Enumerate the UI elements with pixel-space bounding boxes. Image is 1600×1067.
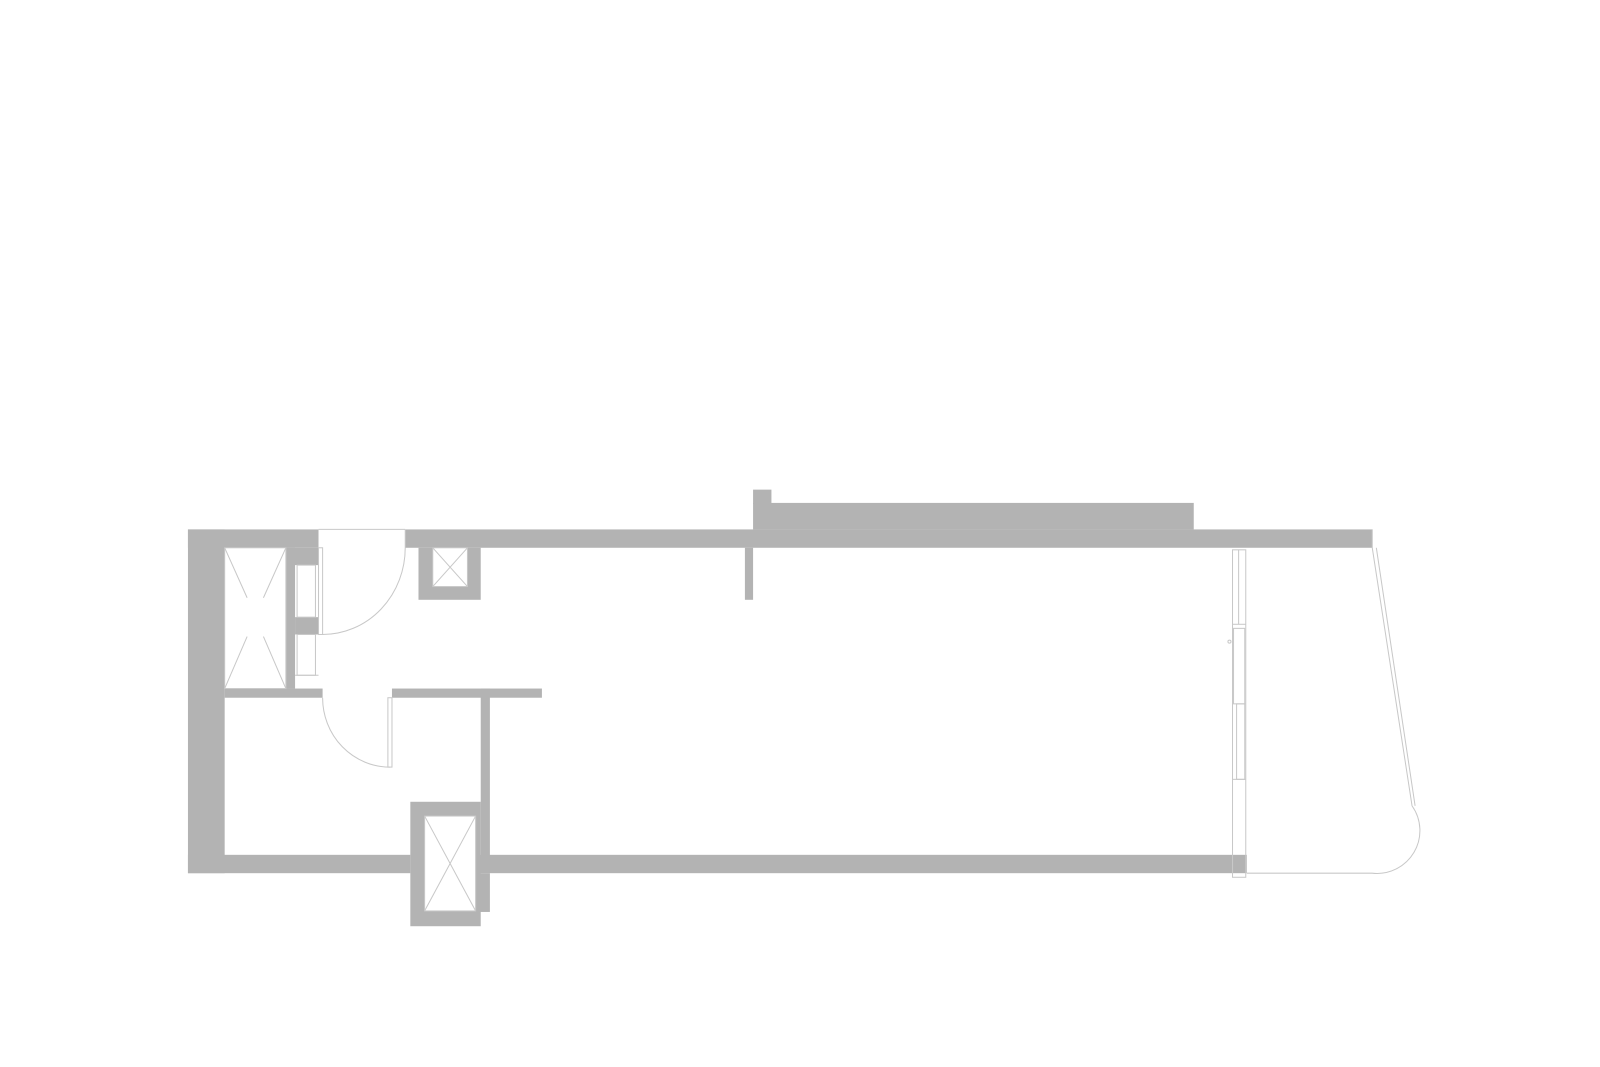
window-wall [1227,549,1247,878]
bathroom-door [322,697,393,768]
interior-wall-horizontal [391,688,542,698]
west-wall [187,529,225,874]
north-bump-tab [753,489,772,504]
wardrobe-shelves [295,564,319,676]
interior-wall-vertical [480,688,490,865]
south-wall-right [475,854,1247,874]
south-wall-left [187,854,411,874]
north-wall-main [405,529,1373,548]
interior-stub [744,547,754,600]
north-wall-left [187,529,319,548]
balcony [1246,529,1421,874]
shaft-north [418,547,481,600]
walls [187,489,1373,874]
wardrobe-mid-block [295,617,319,635]
shaft-south [410,801,490,927]
wardrobe-partition [285,547,296,689]
bath-south-wall [224,688,323,698]
north-bump [753,502,1194,530]
entry-door [318,528,406,635]
shower [224,547,287,690]
